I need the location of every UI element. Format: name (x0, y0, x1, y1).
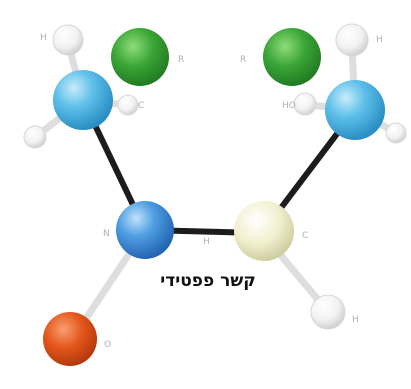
hydrogen-atom-top-left (52, 24, 84, 56)
oxygen-atom (43, 312, 97, 366)
hydrogen-atom-right (385, 122, 407, 144)
carbon-atom-right (325, 80, 385, 140)
hydrogen-atom-lower-right (310, 294, 346, 330)
atom-letter-o-bottom: O (104, 340, 111, 350)
atom-letter-bond-mark: H (203, 237, 210, 247)
hydrogen-atom-left (23, 125, 47, 149)
atom-letter-n-center: N (103, 229, 110, 239)
peptide-bond-label: קשר פפטידי (160, 271, 256, 291)
atom-letter-c-left: C (138, 101, 144, 111)
atom-letter-r-left: R (178, 55, 184, 65)
carbonyl-carbon-atom (234, 201, 294, 261)
nitrogen-atom (116, 201, 174, 259)
hydrogen-atom-ho-right (293, 92, 317, 116)
atom-letter-c-center-right: C (302, 231, 308, 241)
atom-letter-ho-right: HO (282, 101, 296, 111)
carbon-atom-left (53, 70, 113, 130)
atom-letter-h-top-left: H (40, 33, 47, 43)
atom-letter-h-lower-right: H (352, 315, 359, 325)
r-group-atom-right (263, 28, 321, 86)
hydrogen-atom-top-right (335, 23, 369, 57)
hydrogen-atom-c-left (117, 94, 139, 116)
atom-letter-r-right: R (240, 55, 246, 65)
r-group-atom-left (111, 28, 169, 86)
atom-letter-h-top-right: H (376, 35, 383, 45)
